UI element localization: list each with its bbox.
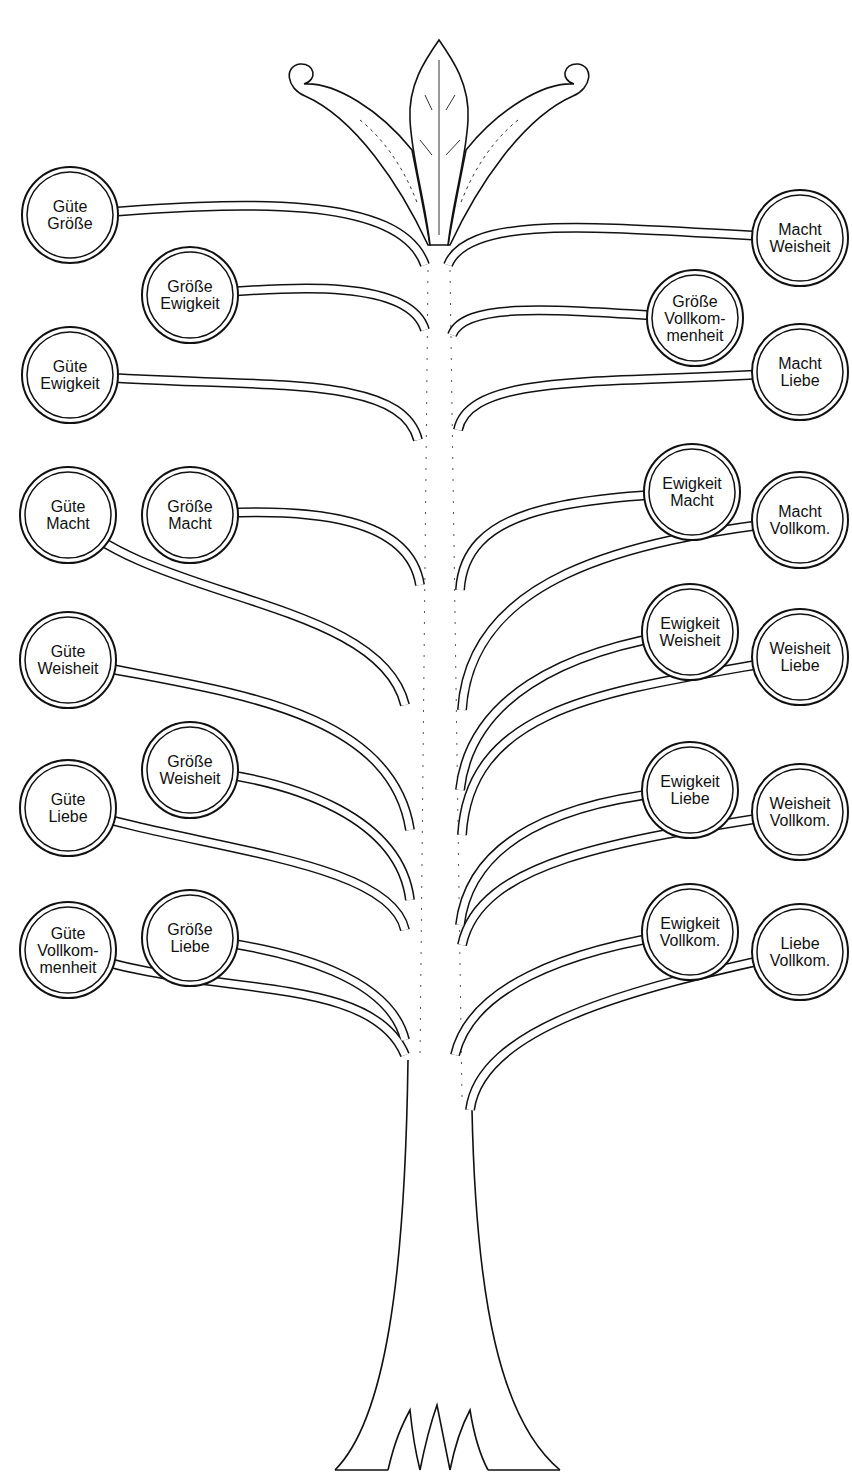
attribute-label: Größe Vollkom-menheit <box>658 293 732 344</box>
text-holder: Weisheit Vollkom. <box>750 762 850 862</box>
text-holder: Ewigkeit Vollkom. <box>640 882 740 982</box>
attribute-circle: Weisheit Vollkom. <box>750 762 850 862</box>
text-holder: Macht Vollkom. <box>750 470 850 570</box>
attribute-circle: Ewigkeit Macht <box>642 442 742 542</box>
attribute-label: Weisheit Vollkom. <box>763 795 837 829</box>
attribute-circle: Ewigkeit Weisheit <box>640 582 740 682</box>
trunk-outline <box>472 1110 560 1470</box>
text-holder: Ewigkeit Weisheit <box>640 582 740 682</box>
text-holder: Güte Größe <box>20 165 120 265</box>
attribute-label: Macht Weisheit <box>763 221 837 255</box>
attribute-circle: Größe Liebe <box>140 888 240 988</box>
attribute-circle: Größe Weisheit <box>140 720 240 820</box>
attribute-label: Größe Liebe <box>153 921 227 955</box>
attribute-circle: Größe Ewigkeit <box>140 245 240 345</box>
leaf-veins <box>360 60 518 235</box>
attribute-label: Güte Vollkom-menheit <box>31 925 105 976</box>
attribute-label: Güte Weisheit <box>31 643 105 677</box>
attribute-label: Liebe Vollkom. <box>763 935 837 969</box>
attribute-label: Macht Vollkom. <box>763 503 837 537</box>
text-holder: Größe Liebe <box>140 888 240 988</box>
attribute-label: Güte Macht <box>31 498 105 532</box>
trunk-line <box>420 270 462 1100</box>
attribute-circle: Güte Macht <box>18 465 118 565</box>
text-holder: Größe Weisheit <box>140 720 240 820</box>
text-holder: Größe Macht <box>140 465 240 565</box>
attribute-circle: Weisheit Liebe <box>750 607 850 707</box>
attribute-circle: Güte Größe <box>20 165 120 265</box>
attribute-circle: Macht Weisheit <box>750 188 850 288</box>
attribute-label: Macht Liebe <box>763 355 837 389</box>
text-holder: Ewigkeit Liebe <box>640 740 740 840</box>
attribute-label: Güte Ewigkeit <box>33 358 107 392</box>
text-holder: Güte Macht <box>18 465 118 565</box>
roots <box>335 1405 560 1470</box>
attribute-circle: Güte Liebe <box>18 758 118 858</box>
attribute-label: Ewigkeit Liebe <box>653 773 727 807</box>
attribute-label: Ewigkeit Weisheit <box>653 615 727 649</box>
text-holder: Weisheit Liebe <box>750 607 850 707</box>
attribute-label: Güte Größe <box>33 198 107 232</box>
attribute-circle: Macht Vollkom. <box>750 470 850 570</box>
text-holder: Macht Liebe <box>750 322 850 422</box>
attribute-circle: Macht Liebe <box>750 322 850 422</box>
text-holder: Größe Ewigkeit <box>140 245 240 345</box>
text-holder: Ewigkeit Macht <box>642 442 742 542</box>
attribute-circle: Liebe Vollkom. <box>750 902 850 1002</box>
attribute-circle: Güte Vollkom-menheit <box>18 900 118 1000</box>
attribute-label: Weisheit Liebe <box>763 640 837 674</box>
attribute-label: Größe Weisheit <box>153 753 227 787</box>
attribute-label: Größe Ewigkeit <box>153 278 227 312</box>
attribute-label: Güte Liebe <box>31 791 105 825</box>
trunk <box>335 1060 560 1470</box>
attribute-circle: Größe Vollkom-menheit <box>645 268 745 368</box>
trunk-outline <box>335 1060 408 1470</box>
text-holder: Güte Ewigkeit <box>20 325 120 425</box>
attribute-label: Ewigkeit Macht <box>655 475 729 509</box>
text-holder: Güte Liebe <box>18 758 118 858</box>
branches <box>68 206 800 1110</box>
text-holder: Güte Vollkom-menheit <box>18 900 118 1000</box>
branches-core <box>68 206 800 1110</box>
attribute-circle: Ewigkeit Liebe <box>640 740 740 840</box>
attribute-circle: Ewigkeit Vollkom. <box>640 882 740 982</box>
text-holder: Macht Weisheit <box>750 188 850 288</box>
attribute-circle: Güte Ewigkeit <box>20 325 120 425</box>
text-holder: Liebe Vollkom. <box>750 902 850 1002</box>
crown-leaves <box>289 40 589 245</box>
text-holder: Größe Vollkom-menheit <box>645 268 745 368</box>
attribute-label: Ewigkeit Vollkom. <box>653 915 727 949</box>
attribute-label: Größe Macht <box>153 498 227 532</box>
attribute-circle: Güte Weisheit <box>18 610 118 710</box>
text-holder: Güte Weisheit <box>18 610 118 710</box>
attribute-circle: Größe Macht <box>140 465 240 565</box>
